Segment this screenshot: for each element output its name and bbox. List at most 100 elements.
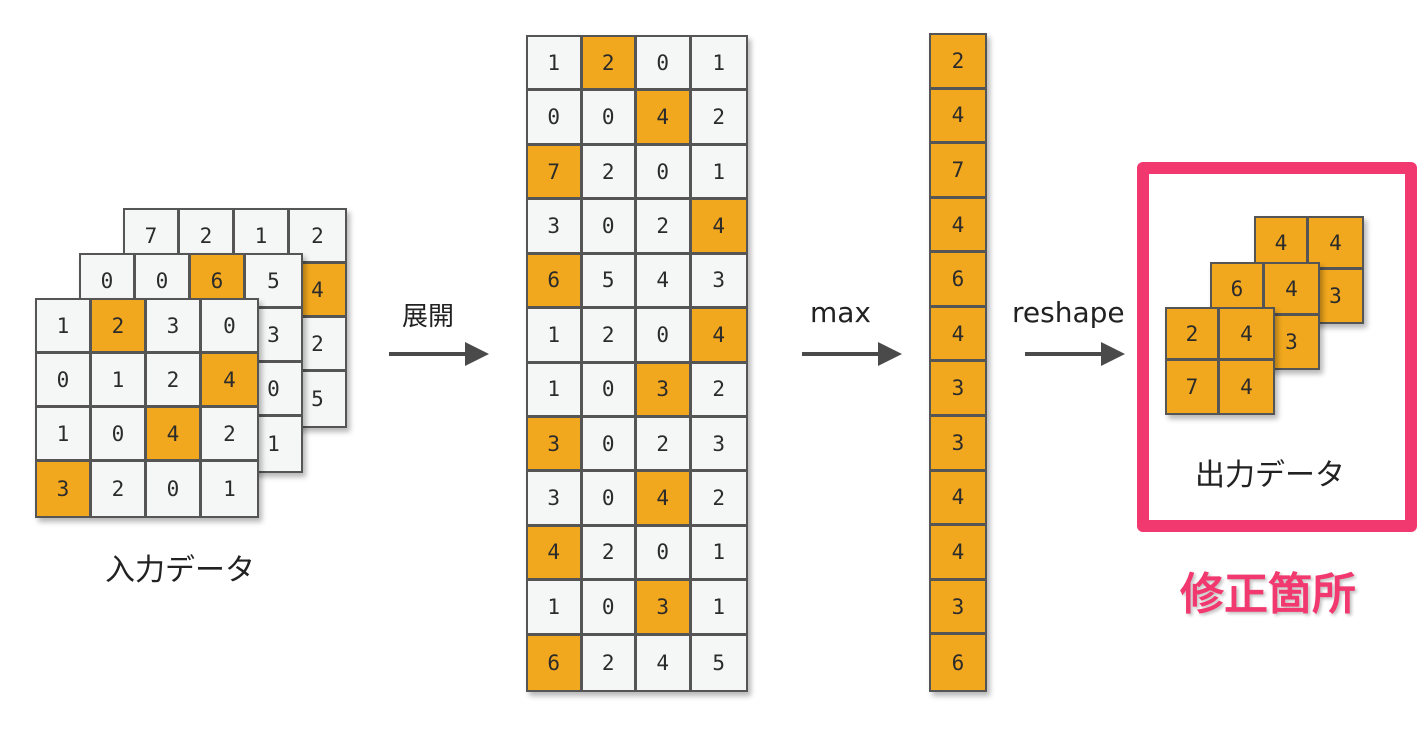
output-ch1-cell: 4 (1220, 309, 1273, 361)
expanded-cell: 3 (528, 417, 583, 473)
expanded-cell: 2 (582, 37, 637, 92)
expanded-cell: 0 (637, 526, 692, 582)
output-data-label: 出力データ (1195, 458, 1345, 493)
expanded-cell: 1 (691, 146, 746, 201)
expanded-cell: 4 (637, 91, 692, 146)
output-ch1-cell: 2 (1167, 309, 1220, 361)
reshape-arrow-icon (1025, 342, 1125, 366)
expanded-cell: 6 (528, 254, 583, 310)
max-cell: 4 (931, 471, 985, 527)
expanded-cell: 4 (528, 526, 583, 582)
expanded-cell: 5 (712, 650, 726, 675)
expanded-cell: 1 (691, 527, 746, 582)
expanded-cell: 0 (637, 37, 692, 92)
expand-label: 展開 (402, 302, 455, 332)
expanded-cell: 6 (528, 635, 583, 690)
input-ch3-cell: 2 (290, 210, 345, 264)
input-ch3-cell: 5 (311, 387, 324, 411)
input-ch1-cell: 2 (202, 408, 257, 462)
input-ch1-cell: 4 (202, 354, 257, 408)
expanded-cell: 2 (691, 91, 746, 146)
input-ch1-cell: 1 (37, 408, 92, 462)
expanded-cell: 1 (691, 581, 746, 636)
expanded-cell: 3 (528, 200, 583, 255)
input-ch2-cell: 0 (246, 363, 301, 417)
input-ch2-cell: 5 (246, 255, 301, 309)
expanded-cell: 1 (528, 309, 583, 364)
expanded-cell: 2 (582, 526, 637, 582)
input-ch1-cell: 3 (37, 462, 92, 516)
correction-highlight-frame (1137, 162, 1417, 532)
input-ch1-cell: 1 (223, 477, 236, 501)
max-cell: 3 (931, 362, 985, 418)
max-cell: 6 (931, 253, 985, 308)
input-ch1-cell: 4 (147, 408, 202, 462)
expanded-cell: 7 (528, 145, 583, 201)
input-ch1-cell: 2 (147, 354, 202, 408)
expanded-cell: 1 (528, 363, 583, 418)
max-cell: 4 (931, 89, 985, 145)
expanded-cell: 2 (637, 417, 692, 473)
input-ch1-cell: 1 (37, 300, 92, 354)
expanded-cell: 0 (582, 200, 637, 255)
expanded-cell: 1 (528, 37, 583, 92)
input-ch1-cell: 3 (147, 300, 202, 354)
expanded-cell: 4 (637, 472, 692, 527)
max-cell: 7 (931, 144, 985, 199)
max-cell: 4 (931, 307, 985, 363)
input-ch2-cell: 1 (267, 432, 280, 456)
expanded-cell: 2 (582, 309, 637, 364)
input-data-label: 入力データ (105, 553, 255, 588)
max-cell: 4 (931, 526, 985, 581)
input-ch2-cell: 3 (246, 309, 301, 363)
input-ch1-cell: 1 (92, 354, 147, 408)
expanded-cell: 4 (691, 309, 746, 364)
input-ch1-cell: 0 (92, 408, 147, 462)
correction-note: 修正箇所 (1180, 569, 1356, 620)
expanded-cell: 2 (691, 364, 746, 418)
max-cell: 4 (931, 198, 985, 254)
expanded-cell: 2 (637, 200, 692, 255)
expanded-cell: 0 (582, 417, 637, 473)
input-ch1-cell: 0 (147, 462, 202, 516)
reshape-label: reshape (1012, 296, 1125, 329)
expanded-cell: 4 (691, 200, 746, 255)
expanded-cell: 0 (637, 145, 692, 201)
output-ch1-cell: 7 (1167, 361, 1220, 413)
max-label: max (810, 296, 872, 329)
input-ch3-cell: 2 (290, 318, 345, 372)
expanded-cell: 0 (582, 91, 637, 146)
input-ch1-cell: 0 (37, 354, 92, 408)
max-cell: 3 (931, 580, 985, 636)
expanded-cell: 0 (582, 363, 637, 418)
expanded-cell: 2 (691, 472, 746, 527)
expanded-cell: 3 (637, 581, 692, 636)
expand-arrow-icon (389, 342, 489, 366)
expanded-cell: 0 (582, 581, 637, 636)
expanded-cell: 3 (637, 363, 692, 418)
expanded-cell: 3 (691, 418, 746, 473)
expanded-cell: 2 (583, 635, 637, 690)
input-ch1-cell: 2 (92, 462, 147, 516)
input-ch1-cell: 2 (92, 300, 147, 354)
expanded-cell: 1 (528, 581, 583, 636)
expanded-cell: 3 (528, 472, 583, 527)
output-ch1-cell: 4 (1220, 361, 1273, 413)
max-cell: 6 (931, 635, 985, 690)
expanded-cell: 0 (637, 309, 692, 364)
output-ch3-cell: 4 (1309, 218, 1362, 270)
expanded-cell: 4 (637, 635, 692, 690)
max-cell: 3 (931, 417, 985, 472)
expanded-cell: 3 (691, 255, 746, 310)
expanded-cell: 0 (582, 472, 637, 527)
max-cell: 2 (931, 35, 985, 90)
expanded-cell: 5 (582, 254, 637, 310)
max-arrow-icon (802, 342, 902, 366)
expanded-cell: 2 (582, 145, 637, 201)
expanded-cell: 0 (528, 91, 583, 146)
input-ch1-cell: 0 (202, 300, 257, 354)
